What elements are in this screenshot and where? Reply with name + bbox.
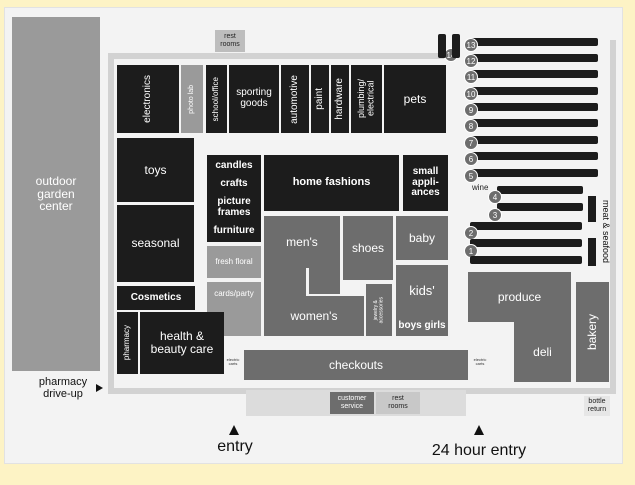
jewelry-accessories: jewelry & accessories bbox=[366, 284, 392, 336]
kids: kids' bbox=[396, 265, 448, 317]
electric-carts-left: electric carts bbox=[226, 356, 240, 366]
customer-service: customer service bbox=[330, 392, 374, 414]
aisle-6-number: 6 bbox=[464, 152, 478, 166]
aisle-2-shelf bbox=[470, 222, 582, 230]
shoes: shoes bbox=[343, 216, 393, 280]
aisle-14-case-left bbox=[438, 34, 446, 58]
aisle-1-shelf bbox=[470, 239, 582, 247]
drive-up-arrow-icon bbox=[96, 384, 103, 392]
cosmetics: Cosmetics bbox=[117, 286, 195, 310]
electric-carts-right: electric carts bbox=[473, 356, 487, 366]
meat-case-2 bbox=[588, 238, 596, 266]
plumbing-electrical-label: plumbing/ electrical bbox=[355, 79, 376, 119]
aisle-13-number: 13 bbox=[464, 38, 478, 52]
picture-frames-label: picture frames bbox=[217, 195, 251, 218]
baby: baby bbox=[396, 216, 448, 260]
aisle-1-number: 1 bbox=[464, 244, 478, 258]
aisle-4-shelf bbox=[497, 186, 583, 194]
aisle-5-number: 5 bbox=[464, 169, 478, 183]
pets: pets bbox=[384, 65, 446, 133]
fresh-floral: fresh floral bbox=[207, 246, 261, 278]
aisle-7-number: 7 bbox=[464, 136, 478, 150]
small-appliances: small appli- ances bbox=[403, 155, 448, 211]
entry-arrow-icon bbox=[229, 425, 239, 435]
mens-extension bbox=[309, 266, 340, 294]
east-wall bbox=[610, 40, 616, 390]
aisle-11-number: 11 bbox=[464, 70, 478, 84]
electronics-label: electronics bbox=[141, 75, 153, 123]
home-fashions: home fashions bbox=[264, 155, 399, 211]
rest-rooms-top: rest rooms bbox=[215, 30, 245, 52]
school-office-label: school/office bbox=[211, 76, 221, 122]
bakery-label: bakery bbox=[585, 313, 600, 351]
wine-label: wine bbox=[472, 182, 489, 192]
shelf-extra-0 bbox=[470, 256, 582, 264]
entry-24-arrow-icon bbox=[474, 425, 484, 435]
bakery: bakery bbox=[576, 282, 609, 382]
pharmacy-drive-up-label: pharmacy drive-up bbox=[38, 376, 88, 401]
womens: women's bbox=[264, 296, 364, 336]
deli: deli bbox=[514, 322, 571, 382]
aisle-9-number: 9 bbox=[464, 103, 478, 117]
checkouts: checkouts bbox=[244, 350, 468, 380]
furniture-label: furniture bbox=[213, 224, 255, 236]
toys: toys bbox=[117, 138, 194, 202]
automotive-label: automotive bbox=[288, 74, 300, 124]
aisle-3-number: 3 bbox=[488, 208, 502, 222]
mens: men's bbox=[264, 216, 340, 268]
hardware-label: hardware bbox=[333, 78, 345, 120]
aisle-10-number: 10 bbox=[464, 87, 478, 101]
entry-label: entry bbox=[217, 438, 253, 455]
outdoor-garden-center: outdoor garden center bbox=[12, 17, 100, 371]
aisle-14-case-right bbox=[452, 34, 460, 58]
paint-label: paint bbox=[313, 88, 325, 110]
hardware: hardware bbox=[331, 65, 349, 133]
aisle-12-number: 12 bbox=[464, 54, 478, 68]
aisle-8-number: 8 bbox=[464, 119, 478, 133]
jewelry-accessories-label: jewelry & accessories bbox=[372, 296, 384, 324]
meat-seafood: meat & seafood bbox=[598, 188, 612, 276]
entry-24-label: 24 hour entry bbox=[431, 442, 527, 459]
bottle-return: bottle return bbox=[584, 396, 610, 416]
aisle-7-shelf bbox=[470, 136, 598, 144]
produce: produce bbox=[468, 272, 571, 322]
sporting-goods: sporting goods bbox=[229, 65, 279, 133]
aisle-2-number: 2 bbox=[464, 226, 478, 240]
aisle-12-shelf bbox=[470, 54, 598, 62]
home-decor-block: candles crafts picture frames furniture bbox=[207, 155, 261, 242]
aisle-8-shelf bbox=[470, 119, 598, 127]
pharmacy-label: pharmacy bbox=[122, 325, 132, 361]
paint: paint bbox=[311, 65, 329, 133]
meat-seafood-label: meat & seafood bbox=[600, 200, 611, 264]
school-office: school/office bbox=[206, 65, 227, 133]
crafts-label: crafts bbox=[220, 177, 248, 189]
aisle-3-shelf bbox=[497, 203, 583, 211]
aisle-9-shelf bbox=[470, 103, 598, 111]
plumbing-electrical: plumbing/ electrical bbox=[351, 65, 382, 133]
pharmacy: pharmacy bbox=[117, 312, 138, 374]
womens-upper bbox=[264, 266, 306, 296]
aisle-10-shelf bbox=[470, 87, 598, 95]
photo-lab: photo lab bbox=[181, 65, 203, 133]
rest-rooms-bottom: rest rooms bbox=[376, 392, 420, 414]
photo-lab-label: photo lab bbox=[188, 84, 196, 114]
aisle-11-shelf bbox=[470, 70, 598, 78]
health-beauty-care: health & beauty care bbox=[140, 312, 224, 374]
meat-case-1 bbox=[588, 196, 596, 222]
boys-girls: boys girls bbox=[396, 317, 448, 336]
candles-label: candles bbox=[215, 159, 253, 171]
seasonal: seasonal bbox=[117, 205, 194, 282]
aisle-6-shelf bbox=[470, 152, 598, 160]
aisle-4-number: 4 bbox=[488, 190, 502, 204]
aisle-13-shelf bbox=[470, 38, 598, 46]
electronics: electronics bbox=[117, 65, 179, 133]
west-wall bbox=[108, 53, 114, 393]
automotive: automotive bbox=[281, 65, 309, 133]
aisle-5-shelf bbox=[470, 169, 598, 177]
north-wall bbox=[108, 53, 444, 59]
